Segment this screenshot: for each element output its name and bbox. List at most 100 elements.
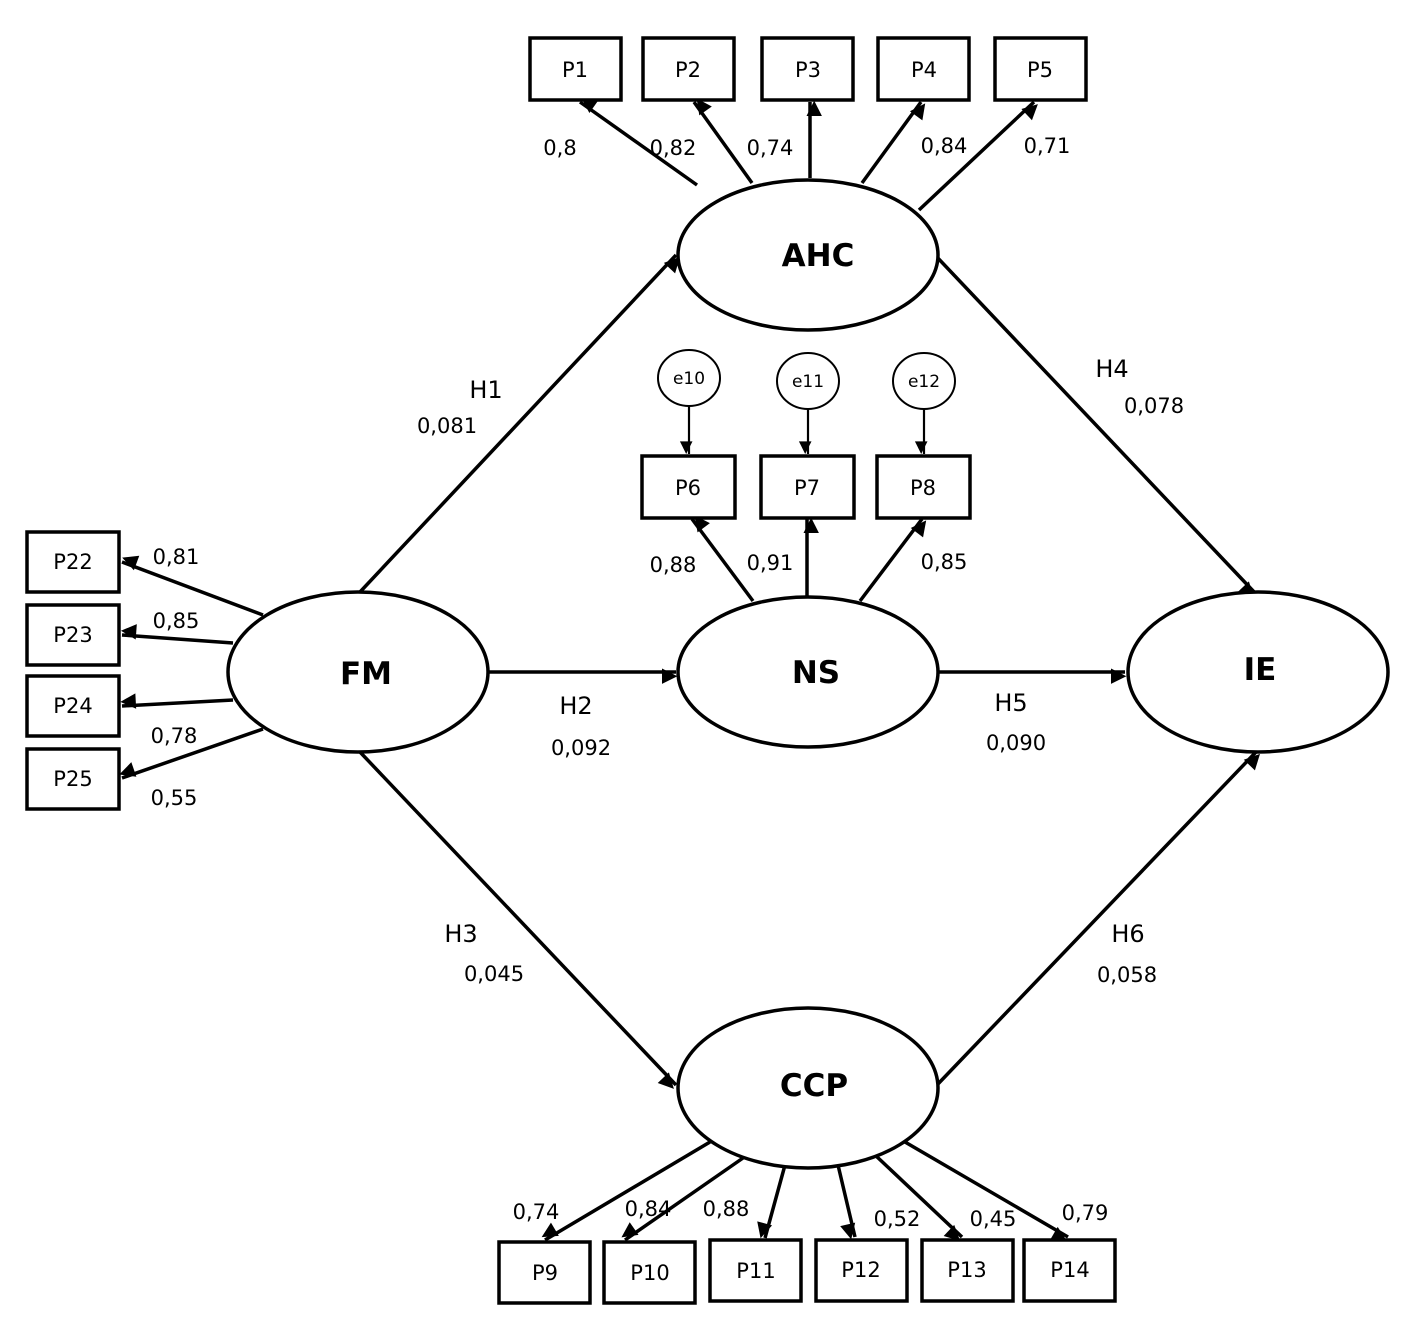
indicator-box-p12 (814, 1238, 909, 1303)
indicator-box-p7 (759, 454, 856, 520)
error-circle-e12 (892, 352, 956, 410)
loading-arrow-p24 (120, 693, 234, 709)
path-h6 (935, 750, 1261, 1087)
indicator-label-p11: P11 (736, 1259, 775, 1283)
loading-value-p13: 0,45 (970, 1207, 1017, 1231)
loading-value-p2: 0,82 (650, 136, 697, 160)
loading-value-p14: 0,79 (1062, 1201, 1109, 1225)
latent-ellipse-fm (226, 590, 490, 754)
error-label-e12: e12 (908, 372, 940, 392)
indicator-box-p24 (25, 674, 121, 738)
indicator-box-p14 (1022, 1238, 1117, 1303)
latent-ccp: CCP (676, 1006, 940, 1170)
indicator-box-p4 (876, 36, 971, 102)
latent-label-fm: FM (340, 656, 392, 692)
loading-arrow-p9 (541, 1140, 711, 1242)
indicator-label-p22: P22 (53, 550, 92, 574)
loading-arrow-p6 (690, 515, 755, 603)
error-circle-e10 (657, 349, 721, 407)
indicator-boxes-ahc: P1 P2 P3 P4 P5 (528, 36, 1088, 102)
indicator-label-p6: P6 (675, 476, 701, 500)
loading-value-p22: 0,81 (153, 545, 200, 569)
latent-label-ccp: CCP (780, 1068, 848, 1104)
hypothesis-id-h3: H3 (444, 920, 477, 948)
loading-value-p24: 0,78 (151, 724, 198, 748)
latent-ie: IE (1126, 590, 1390, 754)
loading-arrow-p13 (873, 1153, 964, 1242)
error-label-e11: e11 (792, 372, 824, 392)
indicator-label-p25: P25 (53, 767, 92, 791)
latent-ahc: AHC (676, 178, 940, 332)
indicator-boxes-ns: P6 P7 P8 (640, 454, 972, 520)
ns-loadings (679, 405, 928, 603)
indicator-label-p12: P12 (841, 1258, 880, 1282)
path-h1 (358, 253, 681, 594)
indicator-label-p13: P13 (947, 1258, 986, 1282)
error-label-e10: e10 (673, 369, 705, 389)
loading-value-p11: 0,88 (703, 1197, 750, 1221)
loading-value-p7: 0,91 (747, 551, 794, 575)
loading-arrow-p14 (904, 1140, 1069, 1242)
loading-arrow-p8 (858, 517, 927, 603)
loading-arrow-p2 (692, 98, 754, 185)
indicator-label-p3: P3 (795, 58, 821, 82)
loading-value-p25: 0,55 (151, 786, 198, 810)
loading-value-p12: 0,52 (874, 1207, 921, 1231)
indicator-box-p23 (25, 603, 121, 667)
indicator-box-p22 (25, 530, 121, 594)
latent-ellipse-ccp (676, 1006, 940, 1170)
latent-label-ahc: AHC (782, 238, 855, 274)
indicator-box-p11 (708, 1238, 803, 1303)
latent-ellipse-ahc (676, 178, 940, 332)
ccp-loadings (541, 1140, 1069, 1242)
hypothesis-id-h5: H5 (994, 689, 1027, 717)
hypothesis-value-h1: 0,081 (417, 414, 477, 438)
indicator-box-p9 (497, 1240, 592, 1305)
error-terms: e10 e11 e12 (657, 349, 956, 410)
hypothesis-value-h3: 0,045 (464, 962, 524, 986)
loading-value-p1: 0,8 (543, 136, 576, 160)
ahc-loadings (578, 97, 1038, 212)
loading-arrow-p10 (621, 1156, 744, 1242)
hypothesis-id-h1: H1 (469, 376, 502, 404)
indicator-box-p10 (602, 1240, 697, 1305)
indicator-box-p3 (760, 36, 855, 102)
loading-values: 0,8 0,82 0,74 0,84 0,71 0,88 0,91 0,85 0… (151, 134, 1109, 1231)
loading-value-p23: 0,85 (153, 609, 200, 633)
path-h4 (933, 253, 1258, 598)
hypothesis-labels: H1 0,081 H2 0,092 H3 0,045 H4 0,078 H5 0… (417, 355, 1184, 987)
indicator-label-p24: P24 (53, 694, 92, 718)
path-h3 (358, 750, 678, 1089)
indicator-boxes-ccp: P9 P10 P11 P12 P13 P14 (497, 1238, 1117, 1305)
indicator-box-p8 (875, 454, 972, 520)
indicator-label-p8: P8 (910, 476, 936, 500)
fm-loadings (119, 555, 264, 780)
indicator-label-p14: P14 (1050, 1258, 1089, 1282)
hypothesis-value-h6: 0,058 (1097, 963, 1157, 987)
indicator-label-p10: P10 (630, 1261, 669, 1285)
latent-ellipse-ie (1126, 590, 1390, 754)
loading-arrow-p22 (121, 555, 264, 617)
indicator-label-p7: P7 (794, 476, 820, 500)
latent-ns: NS (676, 595, 940, 749)
loading-value-p9: 0,74 (513, 1200, 560, 1224)
indicator-box-p2 (641, 36, 736, 102)
hypothesis-value-h5: 0,090 (986, 731, 1046, 755)
indicator-box-p6 (640, 454, 737, 520)
loading-arrow-p5 (917, 100, 1038, 212)
error-circle-e11 (776, 352, 840, 410)
latent-ellipse-ns (676, 595, 940, 749)
latent-fm: FM (226, 590, 490, 754)
indicator-label-p4: P4 (911, 58, 937, 82)
indicator-box-p13 (920, 1238, 1015, 1303)
hypothesis-id-h6: H6 (1111, 920, 1144, 948)
indicator-label-p9: P9 (532, 1261, 558, 1285)
structural-paths (358, 253, 1261, 1089)
loading-value-p10: 0,84 (625, 1197, 672, 1221)
indicator-box-p5 (993, 36, 1088, 102)
loading-value-p3: 0,74 (747, 136, 794, 160)
loading-arrow-p4 (860, 100, 926, 185)
indicator-label-p1: P1 (562, 58, 588, 82)
loading-value-p5: 0,71 (1024, 134, 1071, 158)
